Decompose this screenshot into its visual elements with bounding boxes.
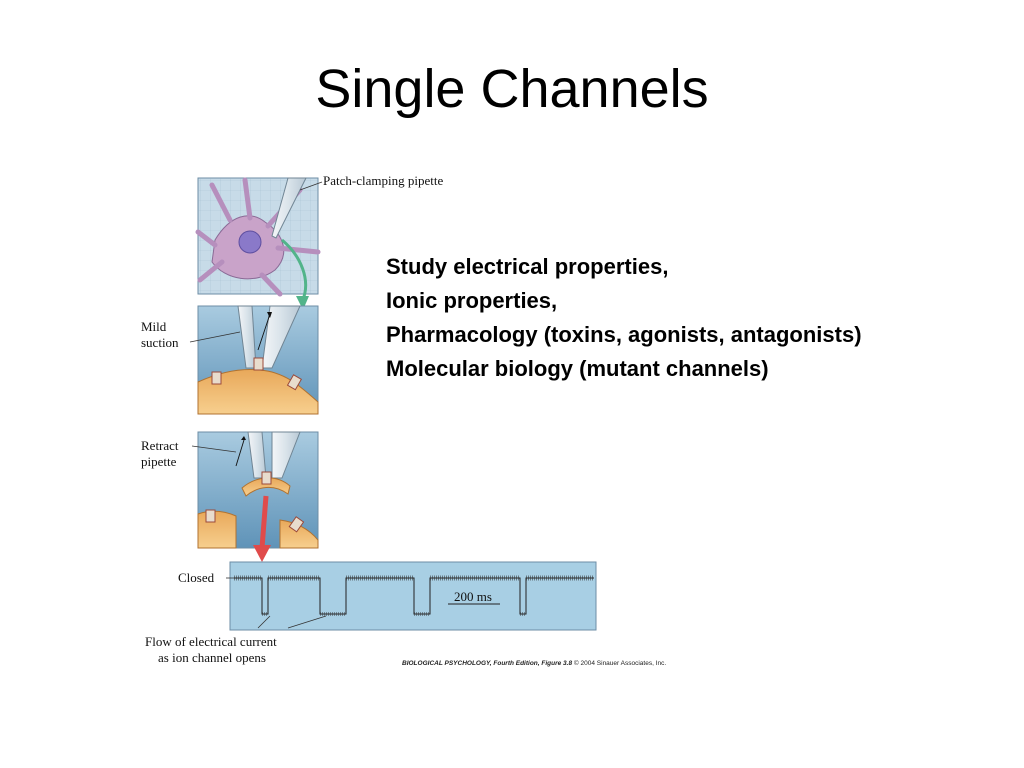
credit-title: BIOLOGICAL PSYCHOLOGY, Fourth Edition, F… — [402, 660, 573, 667]
closed-label: Closed — [178, 570, 215, 585]
bullet-item: Pharmacology (toxins, agonists, antagoni… — [386, 322, 862, 347]
figure-credit: BIOLOGICAL PSYCHOLOGY, Fourth Edition, F… — [402, 660, 666, 667]
flow-current-label: as ion channel opens — [158, 650, 266, 665]
retract-pipette-label: pipette — [141, 454, 177, 469]
mild-suction-label: suction — [141, 335, 179, 350]
credit-copyright: © 2004 Sinauer Associates, Inc. — [573, 660, 667, 667]
bullet-item: Ionic properties, — [386, 288, 558, 313]
bullet-item: Molecular biology (mutant channels) — [386, 356, 769, 381]
flow-current-label: Flow of electrical current — [145, 634, 277, 649]
bullet-list: Study electrical properties, Ionic prope… — [386, 250, 862, 386]
slide-title: Single Channels — [315, 59, 709, 119]
current-trace — [229, 561, 597, 631]
panel-mild-suction — [197, 305, 319, 415]
mild-suction-label: Mild — [141, 319, 167, 334]
scale-bar-label: 200 ms — [454, 589, 492, 604]
retract-pipette-label: Retract — [141, 438, 179, 453]
pipette-label: Patch-clamping pipette — [323, 173, 444, 188]
bullet-item: Study electrical properties, — [386, 254, 669, 279]
panel-neuron — [195, 177, 321, 297]
panel-retract — [197, 431, 319, 549]
